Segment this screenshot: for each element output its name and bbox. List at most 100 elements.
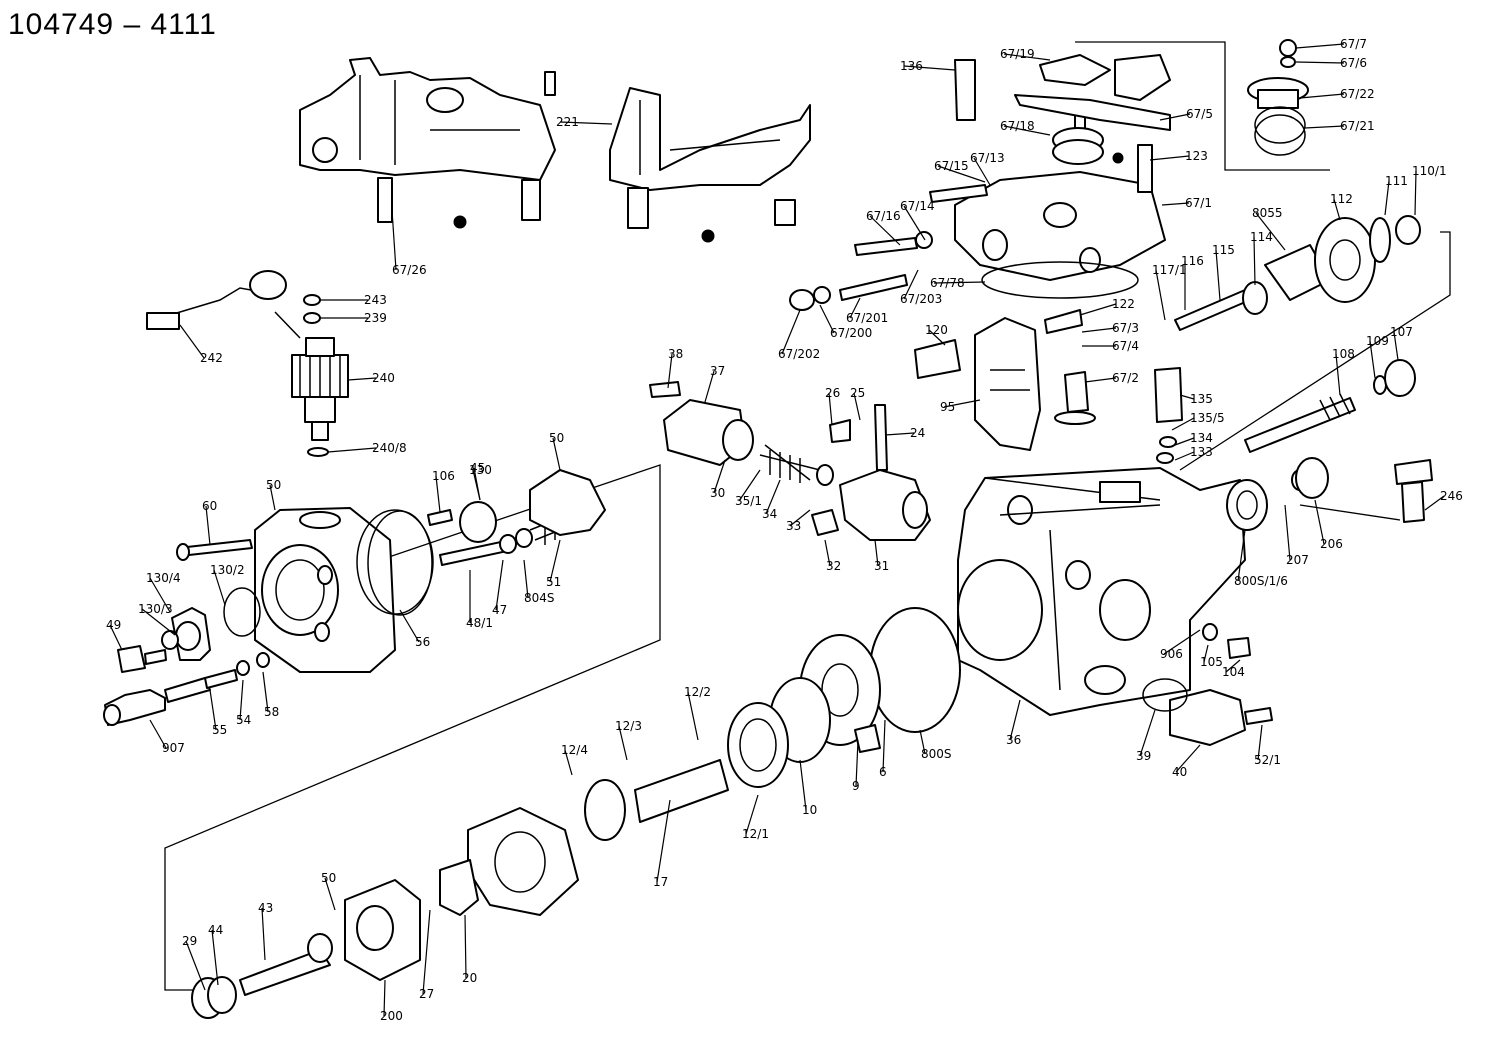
part-callout-label: 239 bbox=[364, 311, 387, 325]
part-callout-label: 115 bbox=[1212, 243, 1235, 257]
callout-leader-line bbox=[943, 399, 981, 408]
callout-leader-line bbox=[239, 679, 244, 721]
pump-housing-part bbox=[957, 467, 1268, 716]
callout-leader-line bbox=[882, 719, 886, 773]
callout-leader-line bbox=[495, 559, 504, 611]
part-callout-label: 58 bbox=[264, 705, 279, 719]
callout-leader-line bbox=[884, 432, 915, 436]
callout-leader-line bbox=[1384, 180, 1390, 216]
part-callout-label: 108 bbox=[1332, 347, 1355, 361]
part-callout-label: 67/3 bbox=[1112, 321, 1139, 335]
part-callout-label: 6 bbox=[879, 765, 887, 779]
part-callout-label: 51 bbox=[546, 575, 561, 589]
part-callout-label: 112 bbox=[1330, 192, 1353, 206]
right-shaft-part bbox=[1174, 215, 1433, 523]
callout-leader-line bbox=[1295, 61, 1345, 64]
callout-leader-line bbox=[937, 165, 986, 183]
part-callout-label: 44 bbox=[208, 923, 223, 937]
callout-leader-line bbox=[185, 940, 206, 991]
part-callout-label: 111 bbox=[1385, 174, 1408, 188]
part-callout-label: 67/13 bbox=[970, 151, 1005, 165]
part-callout-label: 906 bbox=[1160, 647, 1183, 661]
callout-leader-line bbox=[1179, 394, 1195, 400]
callout-leader-line bbox=[1304, 125, 1345, 129]
callout-leader-line bbox=[1284, 504, 1291, 561]
callout-leader-line bbox=[1393, 331, 1399, 361]
callout-leader-line bbox=[853, 392, 861, 421]
callout-leader-line bbox=[819, 304, 835, 334]
part-callout-label: 67/7 bbox=[1340, 37, 1367, 51]
callout-leader-line bbox=[1335, 353, 1341, 396]
part-callout-label: 34 bbox=[762, 507, 777, 521]
callout-leader-line bbox=[1255, 212, 1286, 251]
callout-leader-line bbox=[824, 539, 831, 567]
part-callout-label: 130 bbox=[469, 463, 492, 477]
part-callout-label: 67/6 bbox=[1340, 56, 1367, 70]
left-fittings-part bbox=[103, 539, 270, 726]
part-callout-label: 48/1 bbox=[466, 616, 493, 630]
callout-leader-line bbox=[903, 205, 926, 241]
callout-leader-line bbox=[422, 909, 431, 995]
callout-leader-line bbox=[209, 689, 217, 731]
callout-leader-line bbox=[472, 469, 481, 501]
part-callout-label: 110/1 bbox=[1412, 164, 1447, 178]
part-callout-label: 221 bbox=[556, 115, 579, 129]
part-callout-label: 17 bbox=[653, 875, 668, 889]
part-callout-label: 43 bbox=[258, 901, 273, 915]
part-callout-label: 47 bbox=[492, 603, 507, 617]
callout-leader-line bbox=[789, 509, 811, 527]
part-callout-label: 240/8 bbox=[372, 441, 407, 455]
callout-leader-line bbox=[1139, 709, 1156, 757]
callout-leader-line bbox=[738, 469, 761, 502]
part-callout-label: 67/201 bbox=[846, 311, 888, 325]
callout-leader-line bbox=[1081, 327, 1117, 333]
callout-leader-line bbox=[109, 624, 123, 651]
part-callout-label: 10 bbox=[802, 803, 817, 817]
part-callout-label: 120 bbox=[925, 323, 948, 337]
callout-leader-line bbox=[928, 329, 946, 346]
callout-leader-line bbox=[211, 929, 219, 986]
callout-leader-line bbox=[523, 559, 529, 599]
callout-leader-line bbox=[1257, 724, 1263, 761]
part-callout-label: 246 bbox=[1440, 489, 1463, 503]
callout-leaders bbox=[109, 43, 1445, 1017]
part-callout-label: 50 bbox=[549, 431, 564, 445]
part-callout-label: 67/16 bbox=[866, 209, 901, 223]
part-callout-label: 130/4 bbox=[146, 571, 181, 585]
part-callout-label: 25 bbox=[850, 386, 865, 400]
timer-group-part bbox=[649, 381, 931, 541]
part-callout-label: 67/26 bbox=[392, 263, 427, 277]
callout-leader-line bbox=[1084, 377, 1117, 383]
part-callout-label: 26 bbox=[825, 386, 840, 400]
part-callout-label: 29 bbox=[182, 934, 197, 948]
callout-leader-line bbox=[327, 447, 377, 453]
callout-leader-line bbox=[1369, 340, 1376, 379]
callout-leader-line bbox=[687, 691, 699, 741]
control-lever-part bbox=[914, 309, 1183, 464]
part-callout-label: 116 bbox=[1181, 254, 1204, 268]
callout-leader-line bbox=[464, 914, 467, 979]
part-callout-label: 804S bbox=[524, 591, 555, 605]
part-callout-label: 95 bbox=[940, 400, 955, 414]
callout-leader-line bbox=[149, 719, 167, 749]
parts bbox=[103, 39, 1433, 1019]
part-callout-label: 114 bbox=[1250, 230, 1273, 244]
part-callout-label: 20 bbox=[462, 971, 477, 985]
part-callout-label: 12/1 bbox=[742, 827, 769, 841]
part-callout-label: 67/1 bbox=[1185, 196, 1212, 210]
callout-leader-line bbox=[618, 725, 628, 761]
part-callout-label: 27 bbox=[419, 987, 434, 1001]
callout-leader-line bbox=[1174, 451, 1195, 461]
callout-leader-line bbox=[874, 539, 879, 567]
part-callout-label: 243 bbox=[364, 293, 387, 307]
callout-leader-line bbox=[849, 297, 861, 319]
part-callout-label: 67/19 bbox=[1000, 47, 1035, 61]
callout-leader-line bbox=[799, 759, 807, 811]
callout-leader-line bbox=[1155, 269, 1166, 321]
callout-leader-line bbox=[919, 729, 926, 755]
callout-leader-line bbox=[1215, 249, 1221, 301]
part-callout-label: 67/14 bbox=[900, 199, 935, 213]
callout-leader-line bbox=[828, 392, 833, 426]
callout-leader-line bbox=[1079, 303, 1117, 316]
